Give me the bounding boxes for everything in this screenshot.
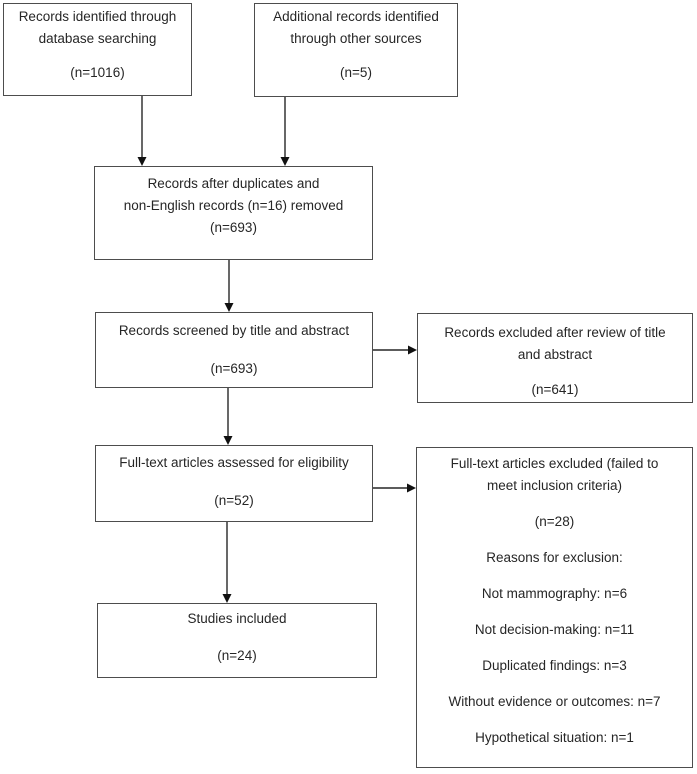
- arrow-fulltext-to-included: [222, 522, 232, 603]
- box-text-line: non-English records (n=16) removed: [123, 198, 344, 213]
- box-text-line: and abstract: [517, 347, 593, 362]
- record-count: (n=5): [340, 65, 372, 80]
- box-text-line: meet inclusion criteria): [486, 478, 623, 493]
- record-count: (n=693): [210, 220, 257, 235]
- box-additional-records: Additional records identified through ot…: [254, 3, 458, 97]
- arrow-screened-to-fulltext: [223, 388, 233, 445]
- box-text-line: Records identified through: [18, 9, 177, 24]
- box-fulltext-assessed: Full-text articles assessed for eligibil…: [95, 445, 373, 522]
- box-text-line: Records excluded after review of title: [444, 325, 666, 340]
- record-count: (n=641): [531, 382, 579, 397]
- exclusion-reason: Duplicated findings: n=3: [482, 658, 627, 673]
- box-text-line: Studies included: [187, 611, 287, 626]
- arrow-additional-to-dedup: [280, 97, 290, 166]
- box-text-line: Additional records identified: [273, 9, 439, 24]
- exclusion-reason: Hypothetical situation: n=1: [475, 730, 634, 745]
- arrow-identified-to-dedup: [137, 96, 147, 166]
- arrow-screened-to-excluded: [373, 345, 417, 355]
- record-count: (n=693): [210, 361, 258, 376]
- exclusion-reason: Not mammography: n=6: [481, 586, 628, 601]
- box-fulltext-excluded: Full-text articles excluded (failed to m…: [416, 447, 693, 768]
- box-text-line: database searching: [38, 31, 157, 46]
- reasons-heading: Reasons for exclusion:: [486, 550, 623, 565]
- box-records-excluded-title-abstract: Records excluded after review of title a…: [417, 313, 693, 403]
- record-count: (n=52): [214, 493, 254, 508]
- record-count: (n=28): [534, 514, 575, 529]
- box-records-screened: Records screened by title and abstract (…: [95, 312, 373, 388]
- arrow-dedup-to-screened: [224, 260, 234, 312]
- box-text-line: Records screened by title and abstract: [118, 323, 350, 338]
- record-count: (n=1016): [70, 65, 125, 80]
- arrow-fulltext-to-ft-excluded: [373, 483, 416, 493]
- box-records-after-duplicates: Records after duplicates and non-English…: [94, 166, 373, 260]
- box-studies-included: Studies included (n=24): [97, 603, 377, 678]
- exclusion-reason: Without evidence or outcomes: n=7: [448, 694, 661, 709]
- box-records-identified: Records identified through database sear…: [3, 3, 192, 96]
- box-text-line: through other sources: [290, 31, 422, 46]
- box-text-line: Records after duplicates and: [147, 176, 320, 191]
- box-text-line: Full-text articles excluded (failed to: [450, 456, 659, 471]
- exclusion-reason: Not decision-making: n=11: [474, 622, 635, 637]
- box-text-line: Full-text articles assessed for eligibil…: [119, 455, 349, 470]
- record-count: (n=24): [217, 648, 257, 663]
